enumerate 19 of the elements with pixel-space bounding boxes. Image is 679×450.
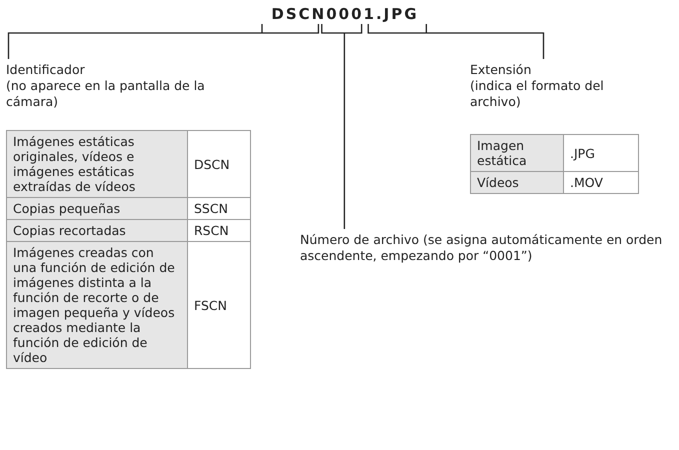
table-cell: DSCN (188, 130, 250, 198)
file-name-text: DSCN0001.JPG (262, 6, 428, 22)
table-cell: Copias recortadas (6, 220, 188, 242)
table-cell: Vídeos (470, 172, 564, 194)
table-cell: RSCN (188, 220, 250, 242)
table-cell: Copias pequeñas (6, 198, 188, 220)
table-cell: Imagen estática (470, 134, 564, 172)
bracket-line (368, 23, 544, 59)
table-cell: .JPG (564, 134, 638, 172)
table-cell: Imágenes creadas con una función de edición de imágenes distinta a la función de recorte o de imagen pequeña y vídeos creados mediante la función de edición de vídeo (6, 242, 188, 368)
table-cell: FSCN (188, 242, 250, 368)
callout-text: Extensión (indica el formato del archivo) (470, 62, 645, 110)
callout-text: Identificador (no aparece en la pantalla de la cámara) (6, 62, 256, 110)
table-cell: SSCN (188, 198, 250, 220)
table-cell: .MOV (564, 172, 638, 194)
bracket-line (321, 23, 362, 229)
callout-text: Número de archivo (se asigna automáticamente en orden ascendente, empezando por “0001”) (300, 232, 670, 264)
table-cell: Imágenes estáticas originales, vídeos e imágenes estáticas extraídas de vídeos (6, 130, 188, 198)
bracket-line (8, 23, 320, 59)
